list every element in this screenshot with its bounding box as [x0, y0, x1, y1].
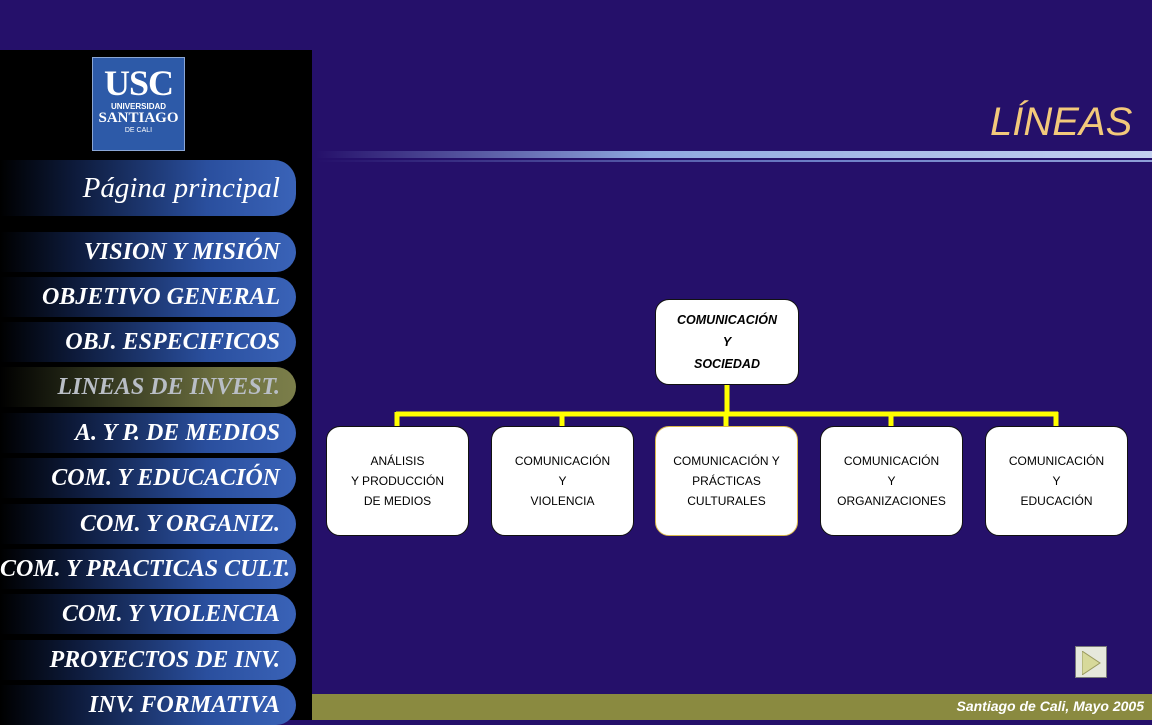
title-underline [316, 151, 1152, 158]
nav-item-2[interactable]: OBJETIVO GENERAL [0, 277, 296, 317]
footer-text: Santiago de Cali, Mayo 2005 [956, 698, 1144, 714]
nav-item-5[interactable]: A. Y P. DE MEDIOS [0, 413, 296, 453]
nav-item-3[interactable]: OBJ. ESPECIFICOS [0, 322, 296, 362]
nav-item-11[interactable]: INV. FORMATIVA [0, 685, 296, 725]
logo-line2: SANTIAGO [98, 110, 179, 126]
nav-item-6[interactable]: COM. Y EDUCACIÓN [0, 458, 296, 498]
usc-logo[interactable]: USC UNIVERSIDAD SANTIAGO DE CALI [92, 57, 185, 151]
org-child-box-3-line-3: CULTURALES [687, 494, 766, 508]
nav-item-1[interactable]: VISION Y MISIÓN [0, 232, 296, 272]
org-child-box-4: COMUNICACIÓN Y ORGANIZACIONES [820, 426, 963, 536]
logo-line1: UNIVERSIDAD [110, 102, 167, 111]
org-child-box-1-line-3: DE MEDIOS [363, 494, 432, 508]
org-child-box-3-line-2: PRÁCTICAS [692, 474, 761, 488]
org-child-box-2-line-1: COMUNICACIÓN [514, 454, 611, 468]
nav-item-7[interactable]: COM. Y ORGANIZ. [0, 504, 296, 544]
nav-item-4[interactable]: LINEAS DE INVEST. [0, 367, 296, 407]
title-underline-thin [316, 160, 1152, 162]
org-child-box-1: ANÁLISIS Y PRODUCCIÓN DE MEDIOS [326, 426, 469, 536]
logo-usc-text: USC [103, 63, 174, 103]
org-child-box-2-line-3: VIOLENCIA [530, 494, 595, 508]
org-child-box-2: COMUNICACIÓN Y VIOLENCIA [491, 426, 634, 536]
org-child-box-3: COMUNICACIÓN Y PRÁCTICAS CULTURALES [655, 426, 798, 536]
nav-item-9[interactable]: COM. Y VIOLENCIA [0, 594, 296, 634]
org-child-box-5-line-2: Y [1052, 474, 1061, 488]
nav-item-8[interactable]: COM. Y PRACTICAS CULT. [0, 549, 296, 589]
org-root-box-line-3: SOCIEDAD [694, 357, 760, 371]
org-child-box-1-line-1: ANÁLISIS [370, 454, 425, 468]
org-child-box-2-line-2: Y [558, 474, 567, 488]
org-child-box-4-line-1: COMUNICACIÓN [843, 454, 940, 468]
org-child-box-4-line-2: Y [887, 474, 896, 488]
org-child-box-5-line-1: COMUNICACIÓN [1008, 454, 1105, 468]
org-child-box-5: COMUNICACIÓN Y EDUCACIÓN [985, 426, 1128, 536]
org-child-box-3-line-1: COMUNICACIÓN Y [673, 454, 780, 468]
footer-bar: Santiago de Cali, Mayo 2005 [312, 694, 1152, 720]
org-root-box-line-2: Y [722, 335, 732, 349]
org-child-box-5-line-3: EDUCACIÓN [1020, 494, 1093, 508]
org-root-box: COMUNICACIÓN Y SOCIEDAD [655, 299, 799, 385]
nav-item-10[interactable]: PROYECTOS DE INV. [0, 640, 296, 680]
play-arrow-icon [1082, 651, 1101, 675]
org-child-box-1-line-2: Y PRODUCCIÓN [350, 474, 445, 488]
page-title: LÍNEAS [990, 100, 1133, 144]
org-root-box-line-1: COMUNICACIÓN [677, 313, 777, 327]
org-child-box-4-line-3: ORGANIZACIONES [837, 494, 946, 508]
nav-home-button[interactable]: Página principal [0, 160, 296, 216]
next-slide-button[interactable] [1075, 646, 1107, 678]
logo-line3: DE CALI [124, 127, 153, 134]
